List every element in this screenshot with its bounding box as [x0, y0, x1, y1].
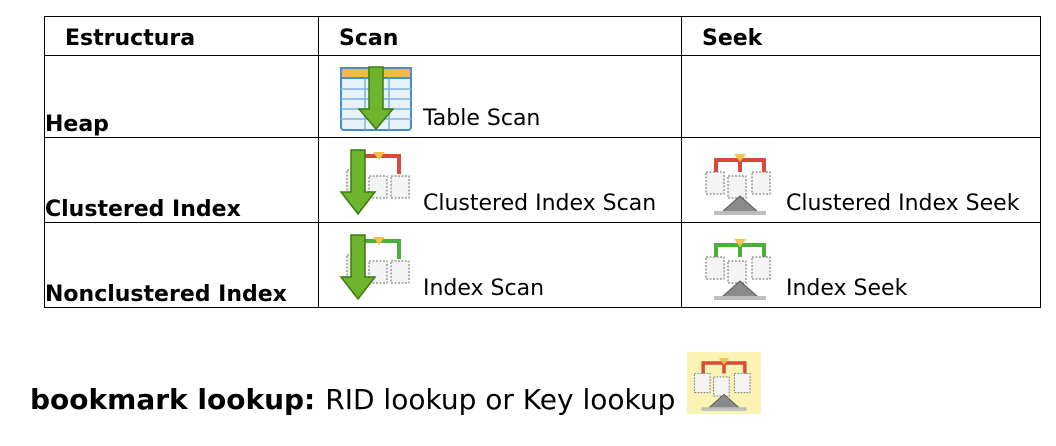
op-name-index-scan: Index Scan	[423, 276, 545, 301]
bookmark-lookup-text: RID lookup or Key lookup	[325, 383, 676, 416]
table-row-nonclustered-index: Nonclustered Index Index Scan	[44, 222, 1041, 308]
key-lookup-icon	[694, 357, 751, 411]
row-label-clustered-index: Clustered Index	[44, 137, 319, 223]
bookmark-lookup-line: bookmark lookup: RID lookup or Key looku…	[30, 352, 762, 416]
row-label-heap: Heap	[44, 55, 319, 138]
table-scan-icon	[340, 66, 412, 131]
clustered-index-scan-icon	[339, 149, 410, 216]
cell-heap-scan: Table Scan	[318, 55, 682, 138]
header-estructura: Estructura	[44, 16, 319, 56]
cell-clustered-seek: Clustered Index Seek	[681, 137, 1041, 223]
op-name-index-seek: Index Seek	[786, 276, 908, 301]
op-name-clustered-index-seek: Clustered Index Seek	[786, 191, 1020, 216]
header-seek: Seek	[681, 16, 1041, 56]
cell-heap-seek	[681, 55, 1041, 138]
key-lookup-icon-wrap	[687, 352, 762, 414]
cell-clustered-scan: Clustered Index Scan	[318, 137, 682, 223]
operators-table: Estructura Scan Seek Heap Table Scan	[44, 16, 1041, 308]
table-header-row: Estructura Scan Seek	[44, 16, 1041, 56]
cell-nonclustered-seek: Index Seek	[681, 222, 1041, 308]
row-label-nonclustered-index: Nonclustered Index	[44, 222, 319, 308]
cell-nonclustered-scan: Index Scan	[318, 222, 682, 308]
table-row-clustered-index: Clustered Index Clustered Index Scan	[44, 137, 1041, 223]
bookmark-lookup-title: bookmark lookup:	[30, 383, 316, 416]
header-scan: Scan	[318, 16, 682, 56]
op-name-clustered-index-scan: Clustered Index Scan	[423, 191, 657, 216]
op-name-table-scan: Table Scan	[423, 106, 541, 131]
clustered-index-seek-icon	[705, 154, 771, 215]
index-seek-icon	[705, 239, 771, 300]
table-row-heap: Heap Table Scan	[44, 55, 1041, 138]
index-scan-icon	[339, 234, 410, 301]
